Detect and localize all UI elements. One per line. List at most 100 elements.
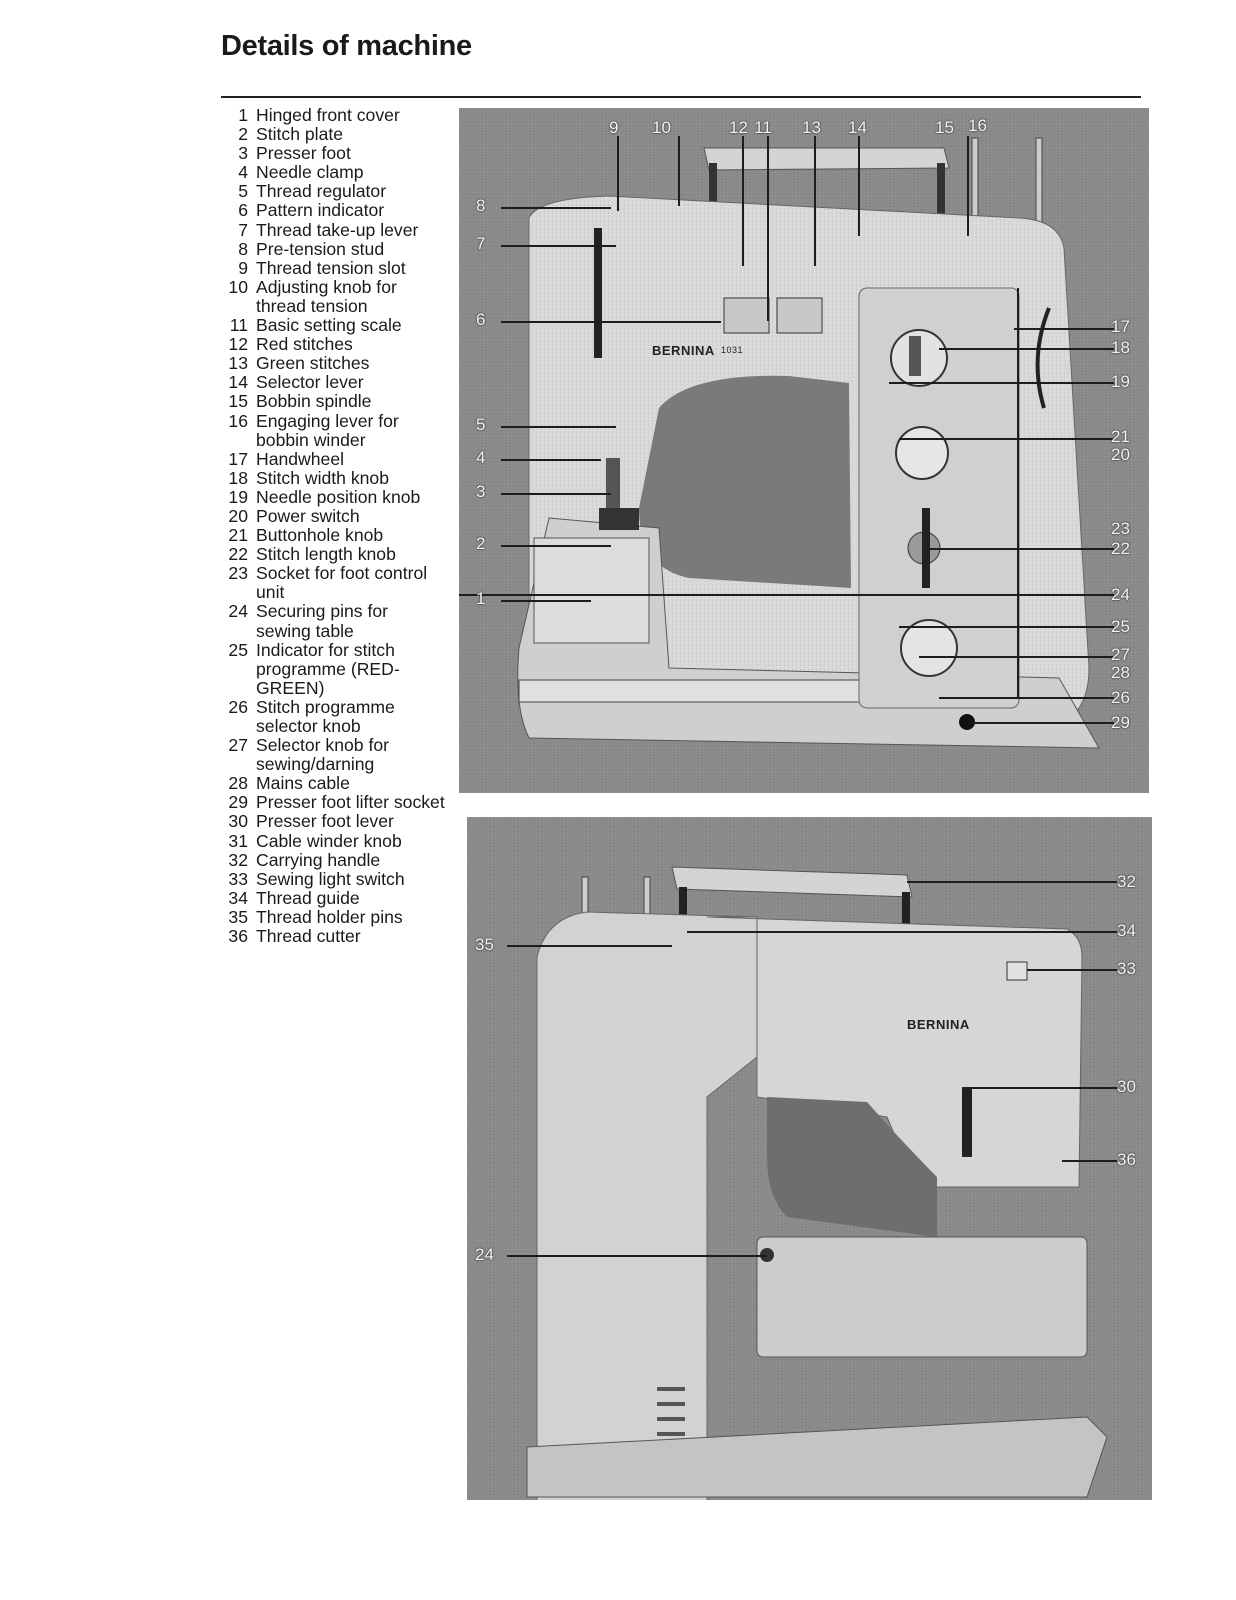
part-label: Selector lever [256, 372, 364, 393]
callout-30: 30 [1117, 1077, 1136, 1096]
leader-line [501, 600, 591, 602]
callout-2: 2 [476, 534, 486, 553]
part-number: 34 [228, 887, 248, 908]
callout-18: 18 [1111, 338, 1130, 357]
callout-15: 15 [935, 118, 954, 137]
part-label: Presser foot [256, 143, 351, 164]
part-label: Thread guide [256, 887, 360, 908]
part-label: Pattern indicator [256, 200, 385, 221]
parts-list-item: 15 Bobbin spindle [222, 392, 447, 411]
leader-line [501, 459, 601, 461]
callout-7: 7 [476, 234, 486, 253]
part-number: 13 [228, 353, 248, 374]
part-number: 33 [228, 868, 248, 889]
leader-line [687, 931, 1117, 933]
leader-line [939, 348, 1114, 350]
part-label: Green stitches [256, 353, 370, 374]
leader-line [742, 136, 744, 266]
part-label: Adjusting knob for thread tension [256, 276, 397, 316]
part-number: 31 [228, 830, 248, 851]
leader-line [678, 136, 680, 206]
part-number: 10 [228, 276, 248, 297]
leader-line [967, 1087, 1117, 1089]
leader-line [967, 136, 969, 236]
leader-line [889, 382, 1114, 384]
part-number: 19 [228, 486, 248, 507]
leader-line [501, 493, 611, 495]
callout-9: 9 [609, 118, 619, 137]
part-number: 3 [238, 143, 248, 164]
page-title: Details of machine [221, 30, 472, 62]
leader-line [501, 207, 611, 209]
part-label: Cable winder knob [256, 830, 402, 851]
part-number: 7 [238, 219, 248, 240]
part-number: 15 [228, 391, 248, 412]
leader-line [501, 245, 616, 247]
callout-26: 26 [1111, 688, 1130, 707]
part-label: Sewing light switch [256, 868, 405, 889]
part-number: 2 [238, 124, 248, 145]
part-label: Stitch width knob [256, 467, 390, 488]
callout-25: 25 [1111, 617, 1130, 636]
part-number: 14 [228, 372, 248, 393]
part-number: 11 [229, 315, 248, 336]
callout-27: 27 [1111, 645, 1130, 664]
part-label: Needle position knob [256, 486, 421, 507]
callout-22: 22 [1111, 539, 1130, 558]
part-number: 30 [228, 811, 248, 832]
parts-list-item: 33 Sewing light switch [222, 868, 447, 889]
callout-16: 16 [968, 116, 987, 135]
part-number: 18 [228, 467, 248, 488]
part-number: 12 [228, 334, 248, 355]
leader-line [501, 321, 721, 323]
callout-12: 12 [729, 118, 748, 137]
parts-list-item: 19 Needle position knob [222, 486, 447, 507]
leader-line [617, 136, 619, 211]
callout-20: 20 [1111, 445, 1130, 464]
callout-3: 3 [476, 482, 486, 501]
parts-list-item: 3 Presser foot [222, 144, 447, 163]
part-number: 6 [238, 200, 248, 221]
part-number: 5 [238, 181, 248, 202]
part-label: Needle clamp [256, 162, 364, 183]
callout-24: 24 [1111, 585, 1130, 604]
part-number: 36 [228, 926, 248, 947]
leader-line [767, 136, 769, 321]
part-label: Bobbin spindle [256, 391, 372, 412]
parts-list-item: 14 Selector lever [222, 373, 447, 392]
callout-34: 34 [1117, 921, 1136, 940]
leader-line [501, 426, 616, 428]
leader-line [1014, 328, 1114, 330]
callout-10: 10 [652, 118, 671, 137]
leader-line [907, 881, 1117, 883]
callout-32: 32 [1117, 872, 1136, 891]
callout-28: 28 [1111, 663, 1130, 682]
callout-1: 1 [476, 589, 486, 608]
part-label: Mains cable [256, 773, 350, 794]
callout-24-rear: 24 [475, 1245, 494, 1264]
brand-logo: BERNINA [907, 1017, 970, 1032]
part-number: 23 [228, 563, 248, 584]
part-number: 8 [238, 238, 248, 259]
callout-21: 21 [1111, 427, 1130, 446]
callout-29: 29 [1111, 713, 1130, 732]
callout-33: 33 [1117, 959, 1136, 978]
part-label: Selector knob for sewing/darning [256, 735, 390, 775]
leader-line [1027, 969, 1117, 971]
leader-line [929, 548, 1114, 550]
leader-line [858, 136, 860, 236]
